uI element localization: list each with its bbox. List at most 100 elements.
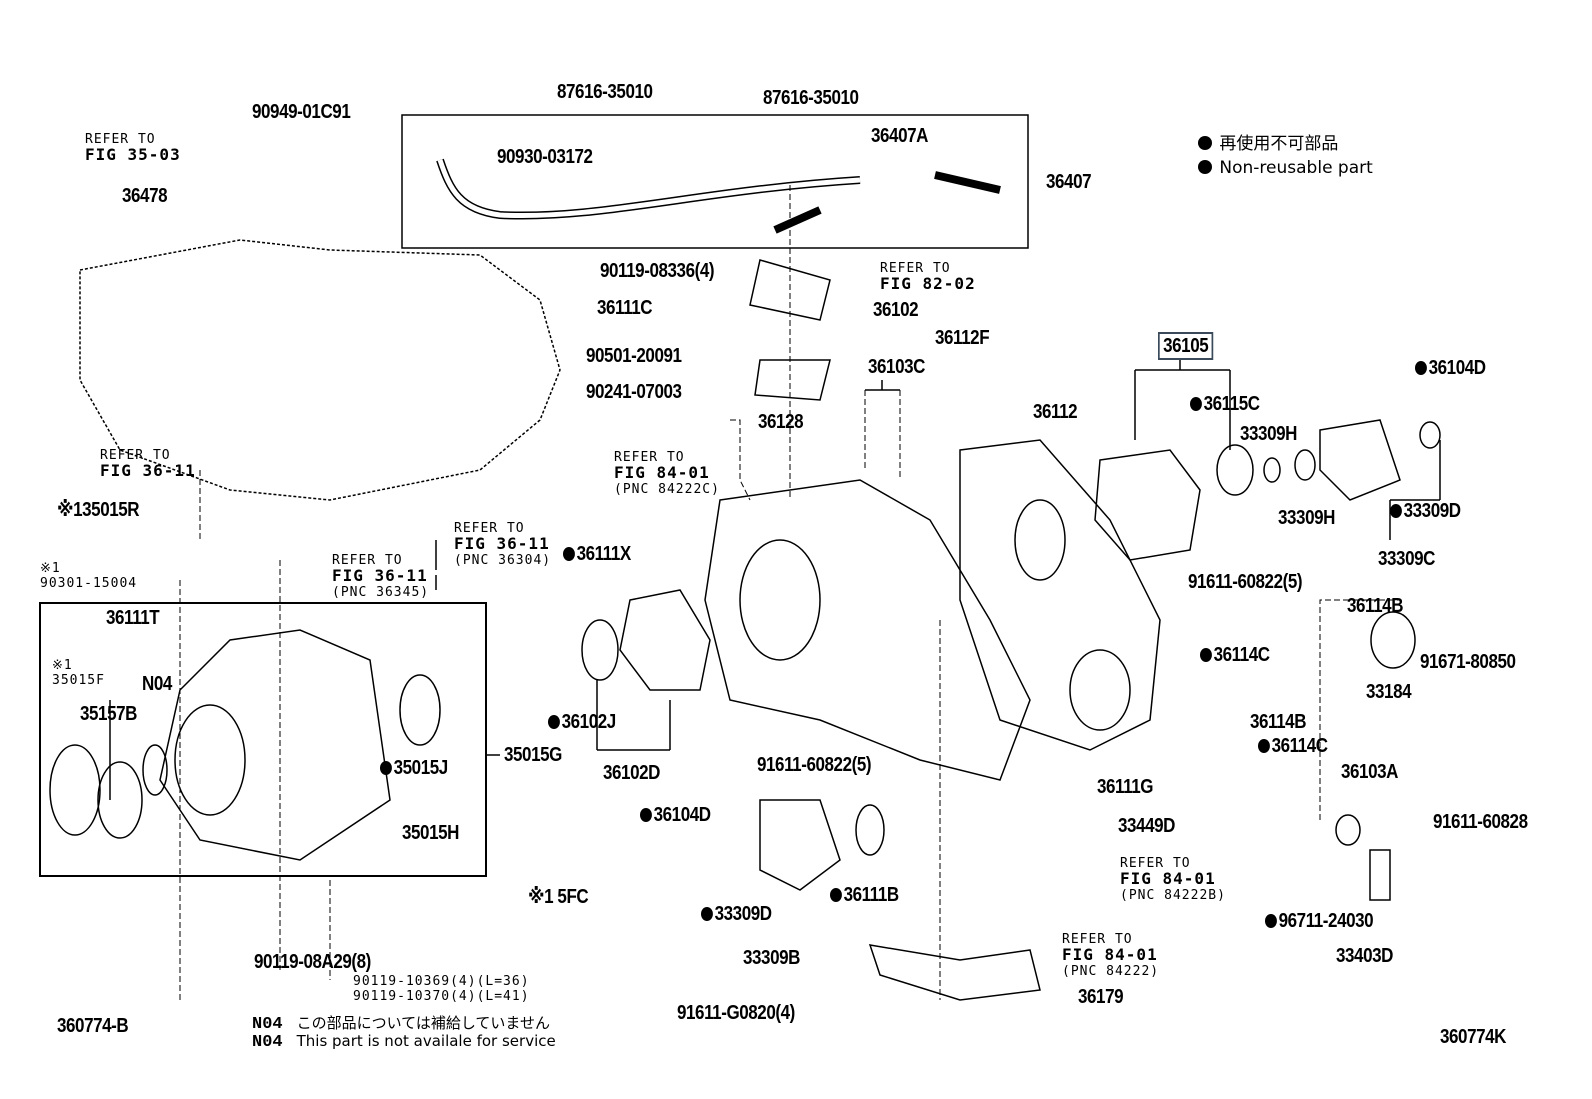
reference-line: (PNC 84222B) xyxy=(1120,888,1226,903)
part-number-label: 36104D xyxy=(1415,358,1486,378)
part-number: 36114C xyxy=(1271,735,1328,757)
hose-group-box xyxy=(401,114,1029,249)
legend-en: Non-reusable part xyxy=(1219,158,1373,178)
part-number: 36102J xyxy=(561,711,617,733)
part-number: 36114B xyxy=(1347,595,1404,617)
part-number-label: 360774-B xyxy=(57,1016,129,1036)
part-number-label: 33309H xyxy=(1240,424,1297,444)
part-number: 36102 xyxy=(873,299,919,321)
part-number: 36179 xyxy=(1078,986,1124,1008)
note-code: N04 xyxy=(252,1033,283,1052)
part-number-label: 35157B xyxy=(80,704,137,724)
part-number-label: 36112 xyxy=(1033,402,1078,422)
part-number: 36128 xyxy=(758,411,804,433)
part-number: 33309D xyxy=(714,903,772,925)
part-number-label: 90119-08A29(8) xyxy=(254,952,371,972)
part-number-label: 36111C xyxy=(597,297,653,319)
part-number-label: 90501-20091 xyxy=(586,346,682,366)
reference-line: REFER TO xyxy=(454,521,525,536)
part-number: 96711-24030 xyxy=(1278,910,1374,932)
part-number: 87616-35010 xyxy=(763,87,859,109)
part-number-label: 90241-07003 xyxy=(586,382,682,402)
non-reusable-bullet-icon xyxy=(563,547,575,561)
bullet-icon xyxy=(1198,136,1212,150)
part-number-label: 91611-60822(5) xyxy=(757,754,872,776)
part-number: 36104D xyxy=(653,804,711,826)
part-number: 35015J xyxy=(393,757,449,779)
reference-line: 90119-10369(4)(L=36) xyxy=(353,974,530,989)
part-number-label: 36407 xyxy=(1046,172,1092,192)
part-number-label: 35015G xyxy=(504,745,562,765)
part-number: 35015G xyxy=(504,744,562,766)
note-en: N04 This part is not availale for service xyxy=(252,1032,556,1052)
part-number-label: 33309C xyxy=(1378,549,1435,569)
part-number-label: N04 xyxy=(142,674,172,694)
part-number: 33309H xyxy=(1240,423,1298,445)
part-number: 36103A xyxy=(1341,761,1399,783)
transfer-case-front xyxy=(704,479,1031,781)
part-number: 36103C xyxy=(868,356,926,378)
note-code: N04 xyxy=(252,1015,283,1034)
part-number: 90241-07003 xyxy=(586,381,682,403)
part-number: 36111X xyxy=(576,543,632,565)
part-number: 33309H xyxy=(1278,507,1336,529)
reference-figure: FIG 36-11 xyxy=(454,534,550,553)
part-number-label: 87616-35010 xyxy=(763,88,859,108)
part-number-label: 35015H xyxy=(402,823,459,843)
reference-line: REFER TO xyxy=(100,448,171,463)
part-number: 87616-35010 xyxy=(557,81,653,103)
flange xyxy=(759,799,841,891)
part-number: 36111T xyxy=(106,607,160,629)
part-number: 36111C xyxy=(597,297,653,319)
rear-cover xyxy=(1094,449,1201,561)
part-number-label: 36103A xyxy=(1341,762,1398,782)
part-number-label: 36111X xyxy=(563,544,631,564)
reference-line: FIG 35-03 xyxy=(85,147,181,164)
part-number-label: 33309B xyxy=(743,948,800,968)
part-number-label: 36102J xyxy=(548,712,616,732)
reference-line: FIG 84-01 xyxy=(1120,871,1226,888)
non-reusable-bullet-icon xyxy=(640,808,652,822)
part-number-label: 87616-35010 xyxy=(557,82,653,102)
part-number-label: 36111G xyxy=(1097,777,1153,797)
reference-line: 90119-10370(4)(L=41) xyxy=(353,989,530,1004)
extension-housing xyxy=(159,629,391,861)
part-number: 90119-08336(4) xyxy=(600,260,715,282)
reference-line: REFER TO xyxy=(614,450,685,465)
part-number-label: 91611-60828 xyxy=(1433,812,1528,832)
extension-housing-group-box xyxy=(39,602,487,877)
non-reusable-bullet-icon xyxy=(1190,397,1202,411)
part-number: 35015H xyxy=(402,822,460,844)
bullet-icon xyxy=(1198,160,1212,174)
reference-figure: FIG 82-02 xyxy=(880,274,976,293)
part-number: 36102D xyxy=(603,762,661,784)
part-number-label: 91671-80850 xyxy=(1420,652,1516,672)
part-number: N04 xyxy=(142,673,172,695)
reference-line: (PNC 84222) xyxy=(1062,964,1160,979)
part-number: ※1 5FC xyxy=(528,886,589,908)
part-number-label: 36128 xyxy=(758,411,804,433)
reference-figure: FIG 36-11 xyxy=(100,461,196,480)
reference-line: FIG 84-01 xyxy=(1062,947,1159,964)
reference-line: FIG 84-01 xyxy=(614,465,720,482)
part-number-label: 36114C xyxy=(1258,736,1328,756)
note-text: This part is not availale for service xyxy=(296,1032,556,1050)
part-number: 35157B xyxy=(80,703,138,725)
non-reusable-bullet-icon xyxy=(380,761,392,775)
part-number: 91611-60822(5) xyxy=(757,754,872,776)
part-number-label: 36103C xyxy=(868,357,925,377)
transmission-outline xyxy=(79,239,561,501)
part-number-label: 36111T xyxy=(106,607,160,629)
part-number-label: 90119-08336(4) xyxy=(600,260,715,282)
reference-figure: FIG 84-01 xyxy=(614,463,710,482)
part-number-label: 33184 xyxy=(1366,682,1412,702)
part-number-label: 90930-03172 xyxy=(497,147,593,167)
part-number-label: 36407A xyxy=(871,126,928,146)
bracket-36179 xyxy=(868,944,1041,1001)
part-number: 91671-80850 xyxy=(1420,651,1516,673)
